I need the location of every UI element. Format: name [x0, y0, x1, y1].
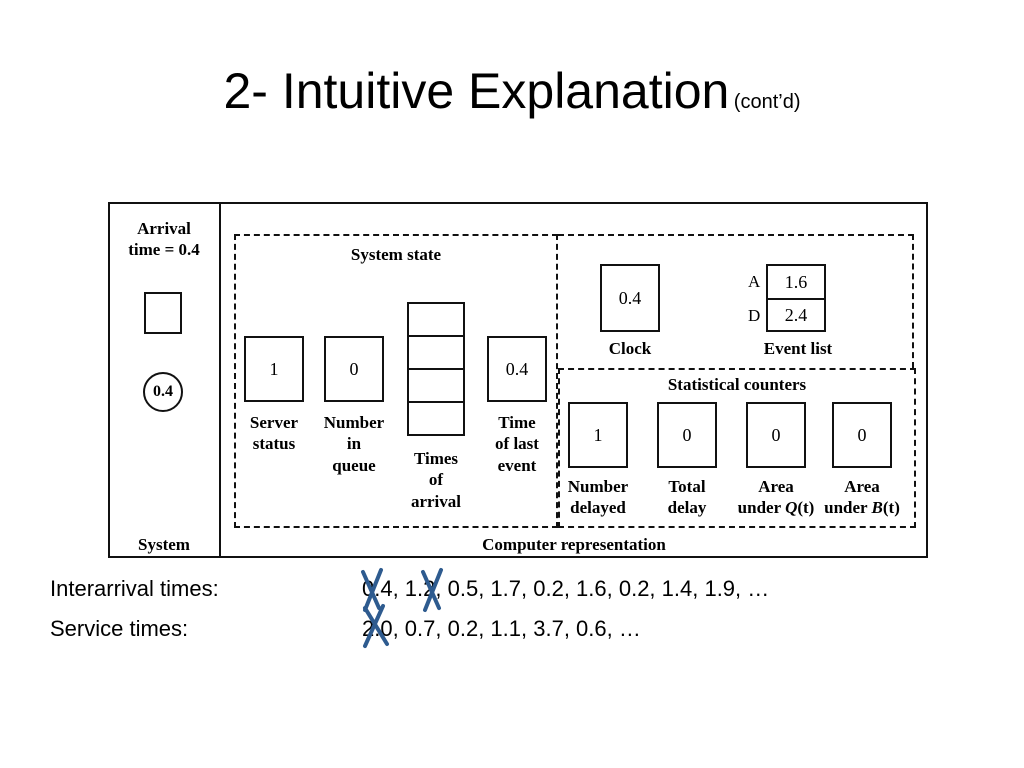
event-list-label: Event list [763, 339, 833, 358]
area-under-b-label-line1: Area [844, 477, 880, 496]
number-delayed-label: Number delayed [567, 477, 629, 518]
area-under-b-argument: (t) [882, 498, 900, 518]
system-state-heading: System state [350, 245, 442, 264]
clock-label: Clock [608, 339, 652, 358]
arrival-time-cell [407, 335, 465, 370]
last-event-time-box: 0.4 [487, 336, 547, 402]
area-under-q-prefix: under [737, 498, 786, 518]
arrival-time-cell [407, 368, 465, 403]
crossed-out-marks [361, 568, 443, 648]
area-under-q-argument: (t) [797, 498, 815, 518]
arrival-time-cell [407, 302, 465, 337]
queue-count-label: Number in queue [323, 413, 385, 475]
times-of-arrival-label: Times of arrival [410, 449, 462, 511]
number-delayed-box: 1 [568, 402, 628, 468]
title-main: 2- Intuitive Explanation [223, 63, 730, 119]
server-status-box: 1 [244, 336, 304, 402]
area-under-b-label: Area under B(t) [810, 476, 914, 519]
cross-mark-stroke [363, 568, 383, 612]
system-label: System [138, 535, 190, 554]
cross-mark-stroke [423, 568, 443, 612]
clock-event-region [558, 234, 914, 368]
server-status-label: Server status [249, 413, 299, 454]
area-under-q-label-line1: Area [758, 477, 794, 496]
service-row: Service times: 2.0, 0.7, 0.2, 1.1, 3.7, … [50, 616, 950, 646]
panel-divider [219, 204, 221, 556]
title-subtitle: (cont’d) [733, 91, 801, 113]
area-under-q-function: Q [785, 498, 798, 518]
simulation-diagram: Arrival time = 0.4 0.4 System System sta… [108, 202, 928, 558]
total-delay-label: Total delay [667, 477, 707, 518]
area-under-b-function: B [871, 498, 883, 518]
clock-box: 0.4 [600, 264, 660, 332]
interarrival-row: Interarrival times: 0.4, 1.2, 0.5, 1.7, … [50, 576, 950, 606]
last-event-time-label: Time of last event [495, 413, 539, 475]
statistical-counters-region [558, 368, 916, 528]
area-under-q-box: 0 [746, 402, 806, 468]
event-key-departure: D [748, 306, 761, 325]
computer-representation-label: Computer representation [482, 535, 666, 554]
area-under-b-prefix: under [824, 498, 872, 518]
interarrival-label: Interarrival times: [50, 576, 219, 601]
arriving-customer-square [144, 292, 182, 334]
service-values: 2.0, 0.7, 0.2, 1.1, 3.7, 0.6, … [362, 616, 641, 641]
arrival-time-label: Arrival time = 0.4 [128, 219, 200, 260]
area-under-q-label: Area under Q(t) [724, 476, 828, 519]
service-label: Service times: [50, 616, 189, 641]
area-under-b-box: 0 [832, 402, 892, 468]
total-delay-box: 0 [657, 402, 717, 468]
customer-circle: 0.4 [143, 372, 183, 412]
statistical-counters-heading: Statistical counters [667, 375, 807, 394]
event-time-departure: 2.4 [766, 298, 826, 332]
queue-count-box: 0 [324, 336, 384, 402]
event-time-arrival: 1.6 [766, 264, 826, 300]
area-under-b-label-line2: under B(t) [810, 497, 914, 518]
area-under-q-label-line2: under Q(t) [724, 497, 828, 518]
arrival-time-cell [407, 401, 465, 436]
system-state-region [234, 234, 558, 528]
event-key-arrival: A [748, 272, 761, 291]
slide-title: 2- Intuitive Explanation (cont’d) [0, 62, 1024, 120]
cross-mark-stroke [363, 604, 385, 648]
